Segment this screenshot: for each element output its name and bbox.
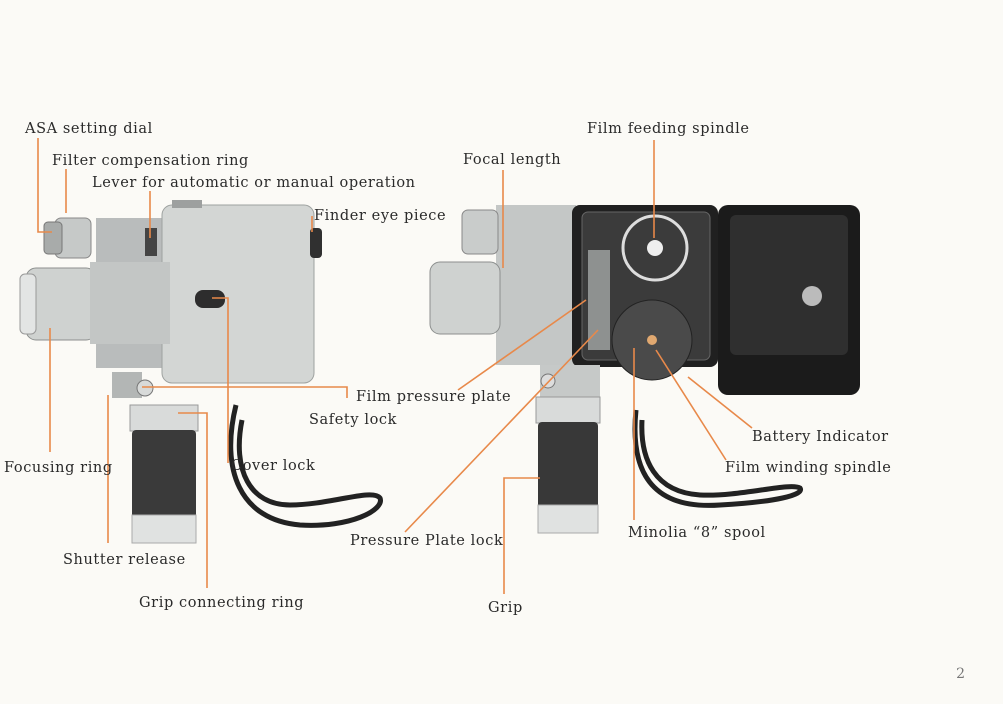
- leader-grip: [503, 477, 540, 594]
- leader-film-winding-spindle: [655, 349, 727, 461]
- label-filter-compensation-ring: Filter compensation ring: [52, 153, 249, 169]
- label-asa-setting-dial: ASA setting dial: [25, 121, 153, 137]
- label-finder-eye-piece: Finder eye piece: [314, 208, 447, 224]
- right-camera-open-view: [429, 205, 860, 534]
- leader-cover-lock: [212, 297, 229, 463]
- label-film-pressure-plate: Film pressure plate: [356, 389, 512, 405]
- label-battery-indicator: Battery Indicator: [752, 429, 889, 445]
- leader-battery-indicator: [687, 376, 753, 429]
- label-cover-lock: Cover lock: [231, 458, 316, 474]
- label-safety-lock: Safety lock: [309, 412, 398, 428]
- leader-grip-connecting-ring: [178, 412, 208, 588]
- left-camera-side-view: [19, 200, 383, 544]
- label-grip-connecting-ring: Grip connecting ring: [139, 595, 305, 611]
- leader-film-pressure-plate: [142, 386, 348, 398]
- leader-asa-setting-dial: [37, 138, 52, 233]
- label-shutter-release: Shutter release: [63, 552, 186, 568]
- leader-pressure-plate-lock: [404, 329, 599, 533]
- label-film-winding-spindle: Film winding spindle: [725, 460, 892, 476]
- label-lever-auto-manual: Lever for automatic or manual operation: [92, 175, 416, 191]
- label-focusing-ring: Focusing ring: [4, 460, 113, 476]
- label-focal-length: Focal length: [463, 152, 562, 168]
- label-minolta-spool: Minolia “8” spool: [628, 525, 766, 541]
- label-film-feeding-spindle: Film feeding spindle: [587, 121, 750, 137]
- leader-film-pressure-plate-right: [457, 299, 587, 391]
- label-pressure-plate-lock: Pressure Plate lock: [350, 533, 504, 549]
- page-number: 2: [956, 666, 965, 682]
- label-grip: Grip: [488, 600, 523, 616]
